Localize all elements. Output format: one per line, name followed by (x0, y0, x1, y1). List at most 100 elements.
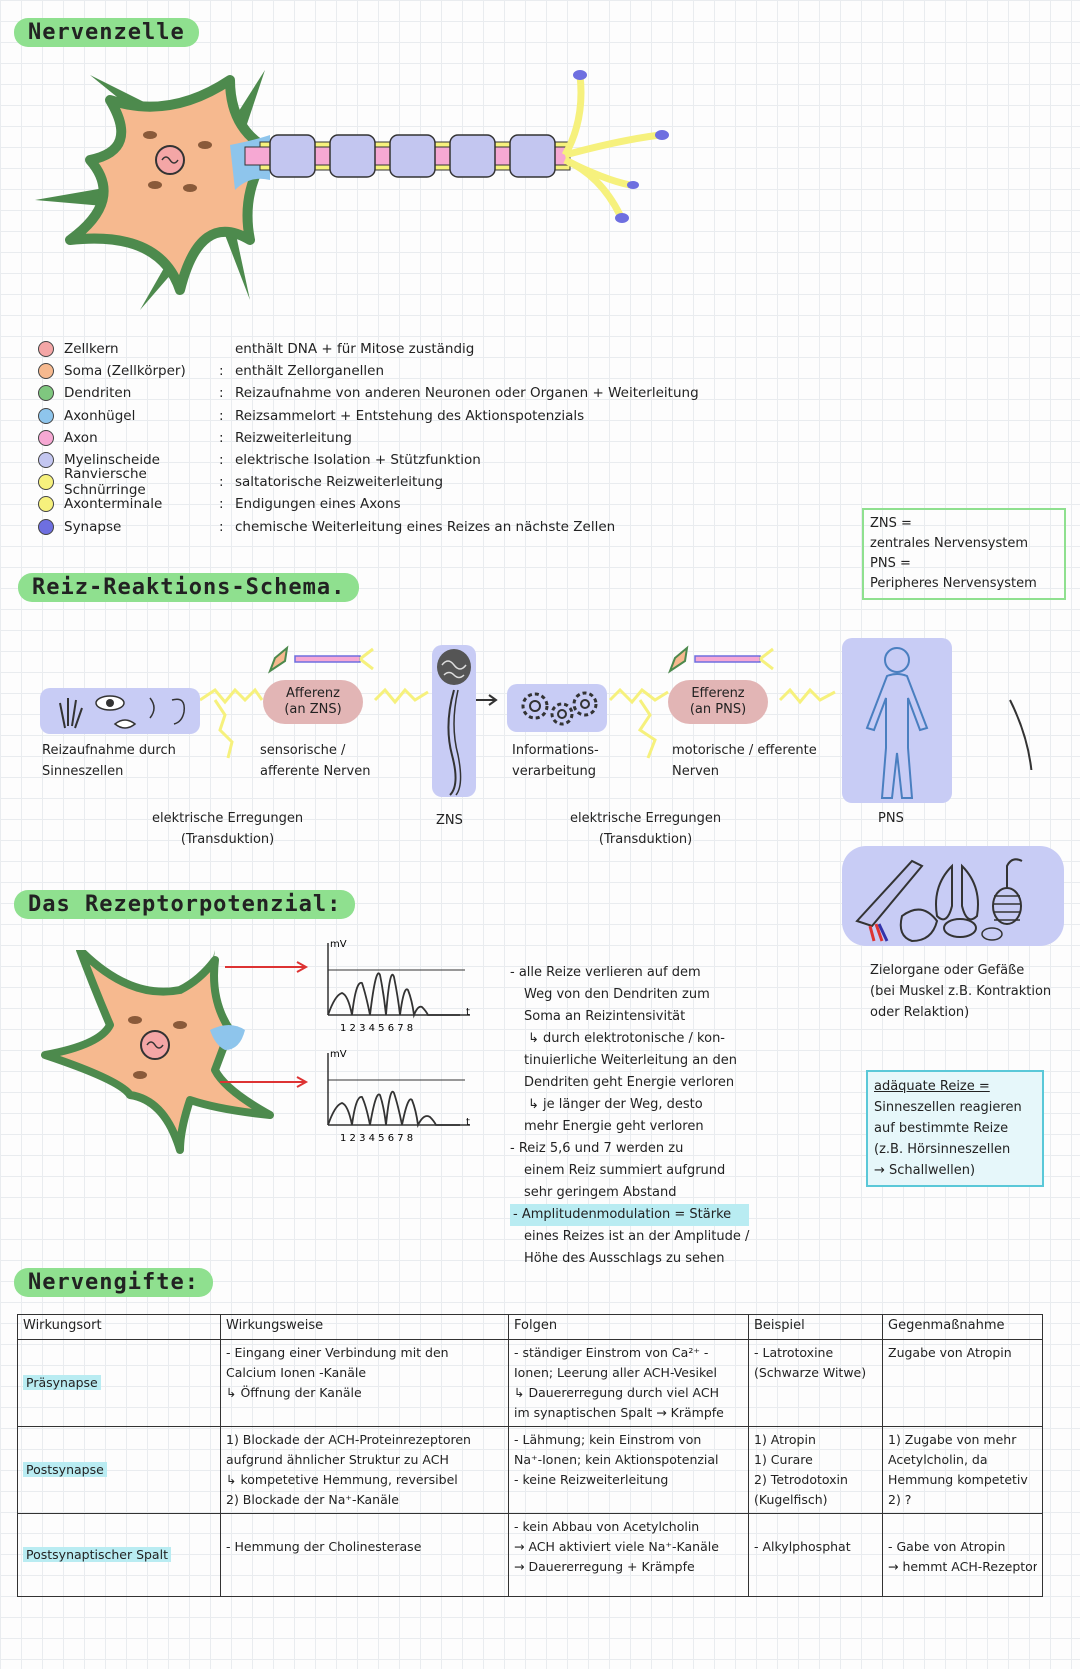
receptor-neuron-diagram (41, 950, 309, 1154)
cell-line: im synaptischen Spalt → Krämpfe (514, 1405, 724, 1420)
cell-line: 1) Blockade der ACH-Proteinrezeptoren (226, 1432, 471, 1447)
cell-line: → ACH aktiviert viele Na⁺-Kanäle (514, 1539, 719, 1554)
wirkungsort-label: Präsynapse (23, 1375, 101, 1390)
cell-wirkungsort: Postsynaptischer Spalt (17, 1513, 221, 1597)
small-neuron-icon-efferent (667, 645, 774, 674)
elektrisch-label-2: elektrische Erregungen (Transduktion) (570, 808, 721, 850)
legend-colon: : (219, 452, 224, 468)
graph1-xlabel: t (466, 1007, 470, 1018)
legend-row: Soma (Zellkörper):enthält Zellorganellen (38, 360, 384, 382)
table-row: Postsynaptischer Spalt - Hemmung der Cho… (17, 1513, 1043, 1597)
section-title-nervengifte: Nervengifte: (14, 1268, 213, 1297)
cell-line: Zugabe von Atropin (888, 1345, 1012, 1360)
cell-line: Acetylcholin, da (888, 1452, 988, 1467)
human-body-icon (865, 647, 929, 799)
cell-line: - kein Abbau von Acetylcholin (514, 1519, 700, 1534)
wirkungsort-label: Postsynaptischer Spalt (23, 1547, 171, 1562)
zns-pns-definition-box: ZNS = zentrales Nervensystem PNS = Perip… (862, 508, 1066, 600)
legend-row: Myelinscheide:elektrische Isolation + St… (38, 449, 481, 471)
afferenz-label-line-1: sensorische / (260, 743, 346, 758)
rezeptor-note-line: Dendriten geht Energie verloren (524, 1075, 735, 1090)
legend-description: saltatorische Reizweiterleitung (235, 474, 444, 491)
elektrisch-2-line-1: elektrische Erregungen (570, 811, 722, 826)
rezeptor-note-line: eines Reizes ist an der Amplitude / (524, 1229, 750, 1244)
cell-line: - Alkylphosphat (754, 1539, 851, 1554)
legend-description: Reizaufnahme von anderen Neuronen oder O… (235, 385, 699, 402)
adaequat-line-4: (z.B. Hörsinneszellen (874, 1142, 1011, 1157)
section-title-reiz-reaktions-schema: Reiz-Reaktions-Schema. (18, 573, 360, 602)
graph1-ylabel: mV (330, 939, 347, 950)
section-title-nervenzelle: Nervenzelle (14, 18, 199, 47)
legend-row: Synapse:chemische Weiterleitung eines Re… (38, 516, 615, 538)
table-row: Präsynapse - Eingang einer Verbindung mit… (17, 1339, 1043, 1427)
graph2-ylabel: mV (330, 1049, 347, 1060)
cell-line: 2) Blockade der Na⁺-Kanäle (226, 1492, 399, 1507)
legend-colon: : (219, 496, 224, 513)
cell-line: - Gabe von Atropin (888, 1539, 1006, 1554)
legend-description: chemische Weiterleitung eines Reizes an … (235, 518, 616, 535)
zielorgane-label: Zielorgane oder Gefäße (bei Muskel z.B. … (870, 960, 1051, 1023)
senses-icon (59, 695, 185, 729)
cell-line (226, 1517, 503, 1537)
rezeptor-note-line: - Reiz 5,6 und 7 werden zu (510, 1141, 684, 1156)
pns-label: PNS (878, 811, 904, 826)
cell-line: - Lähmung; kein Einstrom von (514, 1432, 702, 1447)
header-folgen: Folgen (508, 1314, 749, 1340)
rezeptor-note-line: sehr geringem Abstand (524, 1185, 677, 1200)
cell-line: Na⁺-Ionen; kein Aktionspotenzial (514, 1452, 719, 1467)
legend-description: Reizweiterleitung (235, 429, 352, 446)
legend-color-dot (38, 496, 54, 513)
adaequat-line-5: → Schallwellen) (874, 1163, 976, 1178)
cell-wirkungsort: Präsynapse (17, 1339, 221, 1427)
zns-line-1: ZNS = (870, 516, 912, 531)
cell-line: ↳ kompetetive Hemmung, reversibel (226, 1472, 458, 1487)
cell-line: - Eingang einer Verbindung mit den (226, 1345, 449, 1360)
neuron-diagram (35, 70, 669, 310)
legend-colon: : (219, 407, 224, 424)
header-beispiel: Beispiel (748, 1314, 883, 1340)
adaequat-line-2: Sinneszellen reagieren (874, 1100, 1022, 1115)
cell-folgen: - ständiger Einstrom von Ca²⁺ -Ionen; Le… (508, 1339, 749, 1427)
cell-line (888, 1517, 1037, 1537)
processing-box (507, 684, 607, 732)
legend-row: Dendriten:Reizaufnahme von anderen Neuro… (38, 382, 699, 404)
pns-box (842, 638, 952, 803)
cell-line: ↳ Öffnung der Kanäle (226, 1385, 362, 1400)
zns-box (432, 645, 476, 797)
receptor-potential-graphs: mV t 1 2 3 4 5 6 7 8 mV t 1 2 3 4 5 6 7 … (327, 939, 470, 1144)
cell-line: - keine Reizweiterleitung (514, 1472, 669, 1487)
efferenz-subtitle: (an PNS) (689, 702, 747, 717)
gears-icon (521, 691, 598, 726)
cell-line: - Hemmung der Cholinesterase (226, 1539, 422, 1554)
pns-line-2: Peripheres Nervensystem (870, 576, 1037, 591)
elektrisch-1-line-2: (Transduktion) (180, 832, 275, 847)
table-header-row: Wirkungsort Wirkungsweise Folgen Beispie… (17, 1314, 1043, 1340)
legend-color-dot (38, 518, 54, 535)
legend-color-dot (38, 452, 54, 468)
wirkungsort-label: Postsynapse (23, 1462, 107, 1477)
efferenz-pill: Efferenz (an PNS) (668, 680, 768, 724)
cell-line: Hemmung kompetetiv (888, 1472, 1028, 1487)
graph2-xlabel: t (466, 1117, 470, 1128)
cell-line: 2) Tetrodotoxin (754, 1472, 848, 1487)
cell-folgen: - kein Abbau von Acetylcholin → ACH aktiv… (508, 1513, 749, 1597)
reizaufnahme-line-1: Reizaufnahme durch (42, 743, 176, 758)
legend-colon: : (219, 363, 224, 380)
legend-colon: : (219, 474, 224, 491)
rezeptor-note-line: Weg von den Dendriten zum (524, 987, 710, 1002)
rezeptor-note-line: - alle Reize verlieren auf dem (510, 965, 701, 980)
elektrisch-1-line-1: elektrische Erregungen (152, 811, 304, 826)
legend-row: Ranviersche Schnürringe:saltatorische Re… (38, 466, 444, 498)
header-gegenmassnahme: Gegenmaßnahme (882, 1314, 1043, 1340)
afferenz-label: sensorische / afferente Nerven (260, 740, 370, 782)
legend-row: Axonhügel:Reizsammelort + Entstehung des… (38, 405, 584, 427)
afferenz-pill: Afferenz (an ZNS) (263, 680, 363, 724)
adaequat-line-3: auf bestimmte Reize (874, 1121, 1009, 1136)
legend-color-dot (38, 407, 54, 424)
legend-term: Axonterminale (64, 496, 163, 513)
legend-color-dot (38, 363, 54, 380)
cell-beispiel: - Latrotoxine(Schwarze Witwe) (748, 1339, 883, 1427)
